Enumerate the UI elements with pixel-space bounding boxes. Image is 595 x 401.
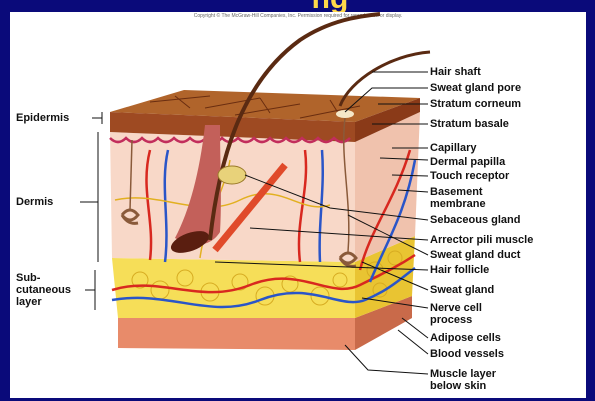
- label-basement-1: Basement: [430, 186, 483, 198]
- label-touch-receptor: Touch receptor: [430, 170, 509, 182]
- subcutaneous-front: [112, 258, 355, 318]
- label-dermal-papilla: Dermal papilla: [430, 156, 505, 168]
- left-brackets: [80, 112, 102, 310]
- label-stratum-basale: Stratum basale: [430, 118, 509, 130]
- label-sweat-gland-pore: Sweat gland pore: [430, 82, 521, 94]
- label-nerve-cell-2: process: [430, 314, 472, 326]
- label-hair-follicle: Hair follicle: [430, 264, 489, 276]
- label-adipose-cells: Adipose cells: [430, 332, 501, 344]
- label-blood-vessels: Blood vessels: [430, 348, 504, 360]
- label-capillary: Capillary: [430, 142, 476, 154]
- muscle-layer-front: [118, 318, 355, 350]
- label-nerve-cell-1: Nerve cell: [430, 302, 482, 314]
- label-subcutaneous-1: Sub-: [16, 272, 40, 284]
- sweat-gland-pore: [336, 110, 354, 118]
- label-dermis: Dermis: [16, 196, 53, 208]
- label-stratum-corneum: Stratum corneum: [430, 98, 521, 110]
- label-epidermis: Epidermis: [16, 112, 69, 124]
- label-subcutaneous-3: layer: [16, 296, 42, 308]
- sebaceous-gland: [218, 166, 246, 184]
- label-arrector-pili-muscle: Arrector pili muscle: [430, 234, 533, 246]
- label-hair-shaft: Hair shaft: [430, 66, 481, 78]
- label-sweat-gland-duct: Sweat gland duct: [430, 249, 520, 261]
- label-muscle-layer-1: Muscle layer: [430, 368, 496, 380]
- label-sweat-gland: Sweat gland: [430, 284, 494, 296]
- label-subcutaneous-2: cutaneous: [16, 284, 71, 296]
- label-basement-2: membrane: [430, 198, 486, 210]
- label-muscle-layer-2: below skin: [430, 380, 486, 392]
- label-sebaceous-gland: Sebaceous gland: [430, 214, 520, 226]
